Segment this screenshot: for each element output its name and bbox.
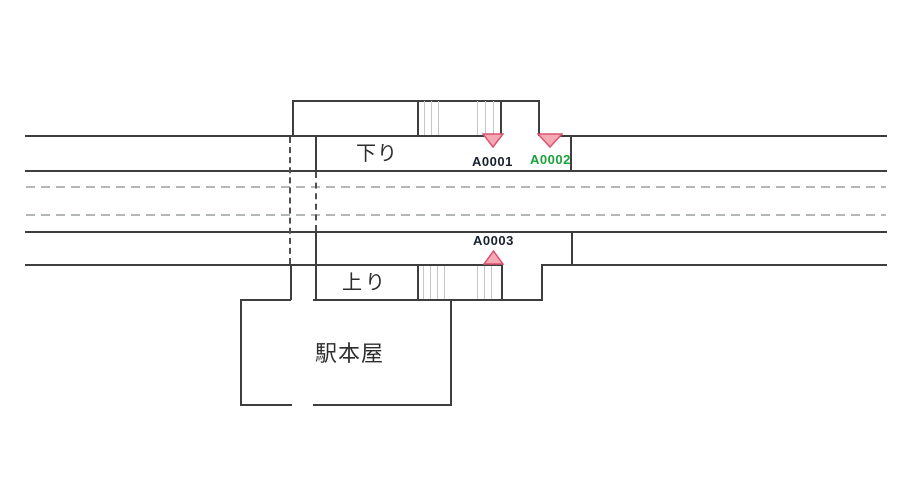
up-stairs-hatch-line — [477, 266, 478, 299]
down-track-rail-bottom — [25, 170, 887, 172]
down-track-rail-top-left — [25, 135, 502, 137]
station-building-top-wall — [240, 299, 291, 301]
up-platform-bottom-edge — [313, 299, 543, 301]
crossing-path-dashed-right — [315, 172, 317, 231]
station-building-label: 駅本屋 — [315, 342, 385, 367]
camera-marker-A0003-triangle-icon[interactable] — [483, 250, 504, 266]
down-stairs-hatch-line — [477, 101, 478, 135]
station-building-bottom-wall-left — [240, 404, 292, 406]
crossing-path-left-lower — [290, 264, 292, 300]
station-building-bottom-wall-right — [313, 404, 452, 406]
up-line-label: 上り — [342, 270, 388, 294]
crossing-path-right-lower — [315, 231, 317, 300]
up-stairs-hatch-line — [484, 266, 485, 299]
camera-marker-label-A0002[interactable]: A0002 — [530, 152, 571, 167]
up-track-section-divider — [571, 231, 573, 266]
down-platform-left-edge — [292, 100, 294, 136]
up-stairs-left-edge — [417, 265, 419, 301]
up-stairs-hatch-line — [444, 266, 445, 299]
down-stairs-hatch-line — [493, 101, 494, 135]
down-stairs-right-edge — [500, 100, 502, 136]
up-track-rail-bottom-left — [25, 264, 503, 266]
up-track-rail-bottom-right — [542, 264, 887, 266]
down-stairs-left-edge — [417, 100, 419, 136]
camera-marker-label-A0001[interactable]: A0001 — [472, 154, 513, 169]
station-building-left-wall — [240, 299, 242, 406]
up-stairs-hatch-line — [437, 266, 438, 299]
middle-track-dashed-line-1 — [26, 186, 886, 188]
camera-marker-A0001-triangle-icon[interactable] — [482, 133, 504, 149]
camera-marker-A0002-triangle-icon[interactable] — [537, 133, 563, 149]
down-stairs-hatch-line — [438, 101, 439, 135]
middle-track-dashed-line-2 — [26, 214, 886, 216]
down-track-section-divider — [570, 135, 572, 172]
up-stairs-hatch-line — [423, 266, 424, 299]
down-stairs-hatch-line — [424, 101, 425, 135]
camera-marker-label-A0003[interactable]: A0003 — [473, 233, 514, 248]
down-platform-top-edge — [292, 100, 540, 102]
up-platform-right-edge — [541, 264, 543, 301]
down-track-rail-top-right — [540, 135, 887, 137]
down-stairs-hatch-line — [485, 101, 486, 135]
up-stairs-right-edge — [501, 265, 503, 301]
down-platform-right-edge — [538, 100, 540, 136]
up-track-rail-top — [25, 231, 887, 233]
station-building-right-wall — [450, 299, 452, 406]
crossing-path-dashed-left — [289, 137, 291, 264]
down-line-label: 下り — [356, 141, 398, 165]
down-stairs-hatch-line — [431, 101, 432, 135]
up-stairs-hatch-line — [491, 266, 492, 299]
up-stairs-hatch-line — [430, 266, 431, 299]
crossing-path-right-upper — [315, 135, 317, 172]
